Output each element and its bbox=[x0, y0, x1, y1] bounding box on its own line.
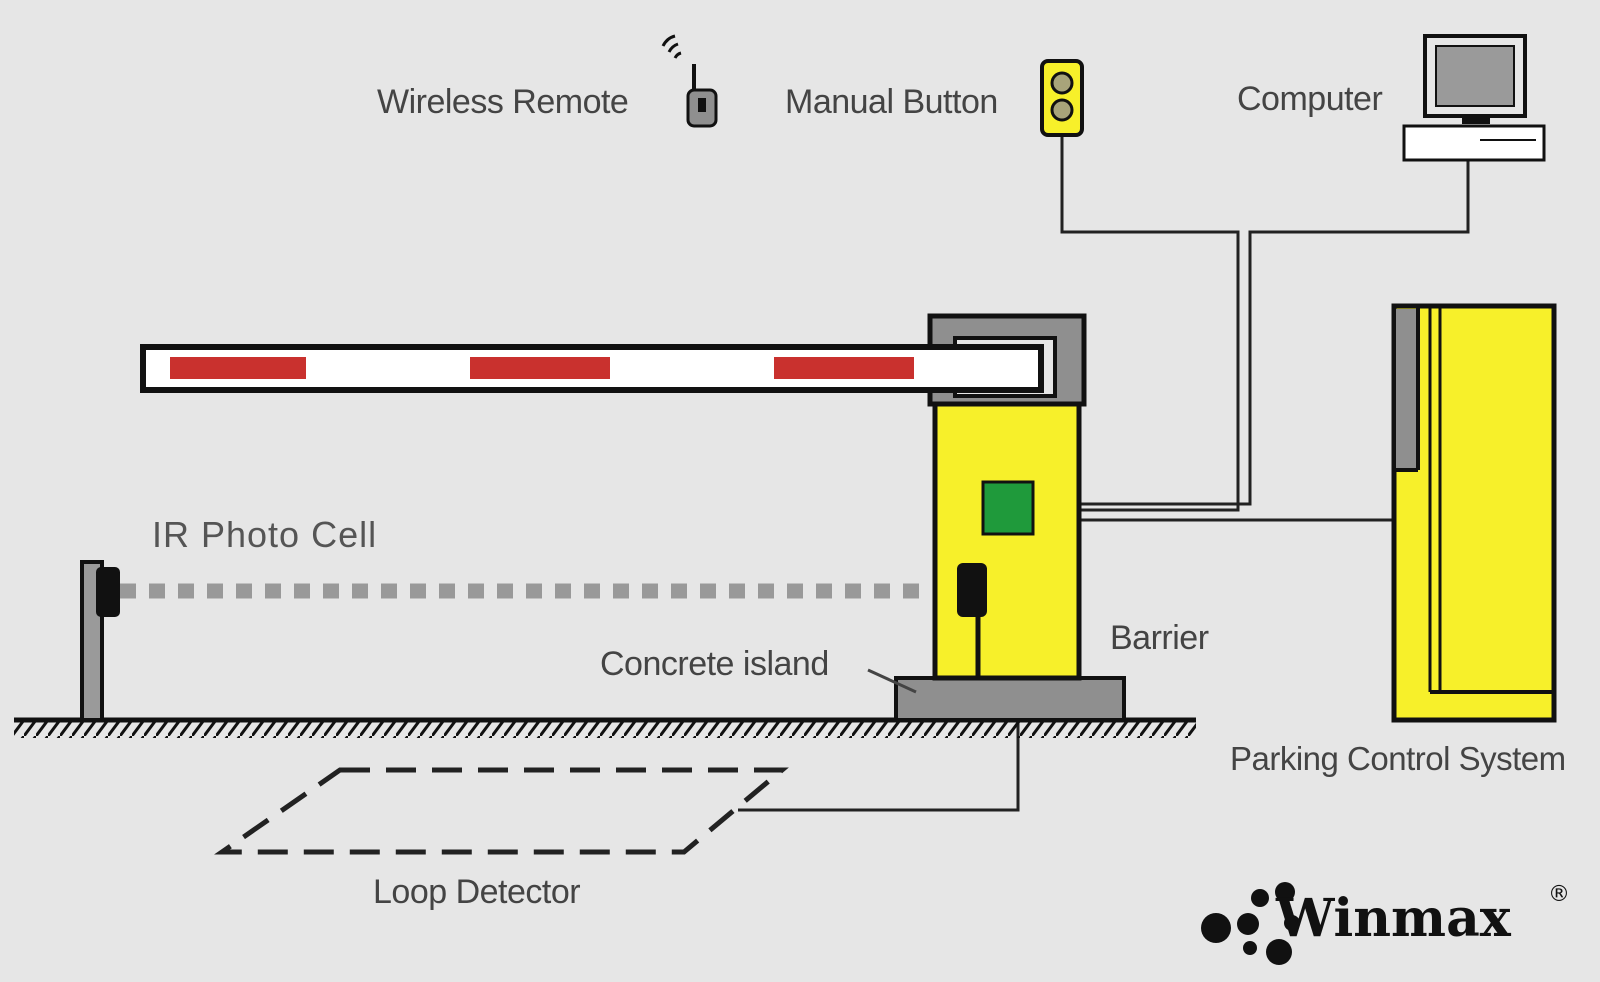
wireless-remote-icon bbox=[661, 34, 718, 128]
loop-detector-loop bbox=[214, 767, 789, 855]
ground-line bbox=[14, 717, 1196, 738]
concrete-island-leader bbox=[867, 668, 917, 694]
label-wireless-remote: Wireless Remote bbox=[377, 83, 629, 121]
concrete-island bbox=[894, 676, 1126, 722]
computer-icon bbox=[1402, 34, 1546, 162]
label-concrete-island: Concrete island bbox=[600, 645, 829, 683]
winmax-logo-mark bbox=[1201, 882, 1300, 965]
ir-photo-cell-post bbox=[80, 560, 120, 722]
parking-control-cabinet bbox=[1391, 303, 1557, 723]
label-parking-control-system: Parking Control System bbox=[1230, 740, 1566, 777]
barrier-cabinet bbox=[932, 401, 1082, 681]
brand-registered-mark: ® bbox=[1548, 882, 1570, 907]
ir-receiver bbox=[957, 563, 987, 617]
label-computer: Computer bbox=[1237, 80, 1383, 118]
label-ir-photo-cell: IR Photo Cell bbox=[152, 514, 378, 555]
manual-button-icon bbox=[1040, 59, 1084, 137]
label-loop-detector: Loop Detector bbox=[373, 873, 581, 911]
label-barrier: Barrier bbox=[1110, 619, 1209, 657]
label-manual-button: Manual Button bbox=[785, 83, 998, 121]
boom-arm bbox=[140, 344, 1044, 393]
controller-box bbox=[981, 480, 1035, 536]
brand-name: Winmax bbox=[1276, 888, 1511, 949]
